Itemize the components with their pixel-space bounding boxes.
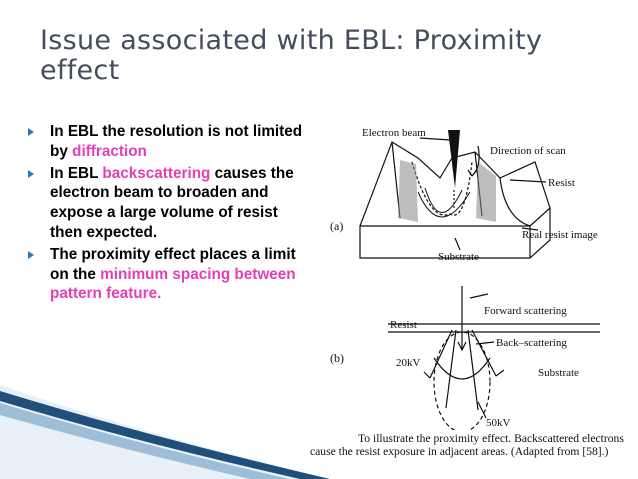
kv20-label: 20kV — [396, 357, 421, 369]
proximity-diagram: Electron beam Direction of scan Resist R… — [330, 127, 600, 430]
bullet-highlight: minimum spacing between pattern feature. — [50, 265, 296, 303]
figure-caption: To illustrate the proximity effect. Back… — [310, 432, 628, 458]
bullet-text-after: causes the electron beam to broaden and … — [50, 164, 294, 241]
resist-label-a: Resist — [548, 177, 575, 189]
panel-a-diagram — [359, 130, 551, 259]
direction-of-scan-label: Direction of scan — [490, 145, 566, 157]
proximity-effect-figure: Electron beam Direction of scan Resist R… — [300, 118, 638, 468]
triangle-bullet-icon — [28, 250, 34, 259]
substrate-label-a: Substrate — [438, 251, 479, 263]
substrate-label-b: Substrate — [538, 367, 579, 379]
panel-b-label: (b) — [330, 351, 344, 365]
triangle-bullet-icon — [28, 128, 34, 136]
panel-a-label: (a) — [330, 219, 343, 233]
real-resist-image-label: Real resist image — [522, 229, 598, 241]
bullet-text: The proximity effect places a limit on t… — [50, 245, 296, 283]
bullet-list: In EBL the resolution is not limited by … — [28, 122, 303, 306]
bullet-highlight: diffraction — [72, 142, 147, 160]
bullet-item: In EBL backscattering causes the electro… — [28, 164, 303, 243]
panel-b-diagram — [388, 286, 600, 430]
electron-beam-label: Electron beam — [362, 127, 426, 139]
resist-label-b: Resist — [390, 319, 417, 331]
slide-title: Issue associated with EBL: Proximity eff… — [40, 25, 543, 86]
bullet-text: In EBL — [50, 164, 103, 182]
bullet-highlight: backscattering — [102, 164, 211, 182]
forward-scattering-label: Forward scattering — [484, 305, 567, 317]
bullet-item: In EBL the resolution is not limited by … — [28, 122, 303, 162]
decorative-swoosh — [0, 385, 330, 479]
triangle-bullet-icon — [28, 169, 34, 178]
caption-text: To illustrate the proximity effect. Back… — [310, 432, 624, 458]
kv50-label: 50kV — [486, 417, 511, 429]
bullet-text: In EBL the resolution is not limited by — [50, 123, 303, 160]
back-scattering-label: Back–scattering — [496, 337, 567, 349]
bullet-item: The proximity effect places a limit on t… — [28, 245, 303, 304]
